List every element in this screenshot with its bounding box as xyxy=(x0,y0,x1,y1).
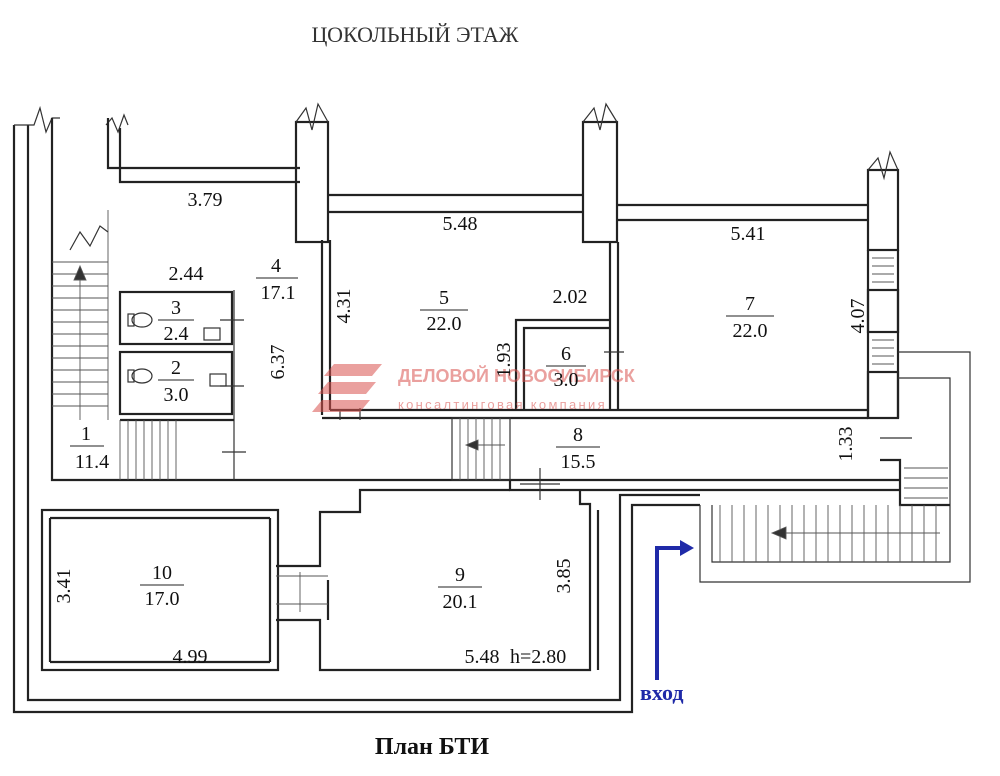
dim-385: 3.85 xyxy=(553,559,575,594)
dim-431: 4.31 xyxy=(333,289,355,324)
plan-caption: План БТИ xyxy=(375,734,490,760)
entrance-arrow xyxy=(655,540,694,680)
dim-202: 2.02 xyxy=(553,286,588,308)
room-1-area: 11.4 xyxy=(75,451,109,473)
room-3-area: 2.4 xyxy=(164,323,189,345)
room-5-number: 5 xyxy=(439,287,449,309)
room-7-area: 22.0 xyxy=(733,320,768,342)
dim-341: 3.41 xyxy=(53,569,75,604)
room-1-number: 1 xyxy=(81,423,91,445)
room-6-area: 3.0 xyxy=(554,369,579,391)
stair-left xyxy=(52,210,109,420)
room-8-number: 8 xyxy=(573,424,583,446)
plan-title: ЦОКОЛЬНЫЙ ЭТАЖ xyxy=(312,22,519,47)
room-3-number: 3 xyxy=(171,297,181,319)
room-10-number: 10 xyxy=(152,562,172,584)
watermark-logo-icon xyxy=(312,364,382,412)
dim-541: 5.41 xyxy=(731,223,766,245)
watermark: ДЕЛОВОЙ НОВОСИБИРСК консалтинговая компа… xyxy=(312,364,636,412)
watermark-tagline: консалтинговая компания xyxy=(398,397,607,412)
room-2-area: 3.0 xyxy=(164,384,189,406)
watermark-name: ДЕЛОВОЙ НОВОСИБИРСК xyxy=(398,365,636,386)
dim-637: 6.37 xyxy=(267,345,289,380)
lower-walls xyxy=(40,468,900,672)
upper-walls xyxy=(50,102,912,482)
dim-244: 2.44 xyxy=(169,263,204,285)
room-labels: 1 11.4 2 3.0 3 2.4 4 17.1 5 22.0 6 3.0 7… xyxy=(70,255,774,613)
room-10-area: 17.0 xyxy=(145,588,180,610)
dimension-labels: 3.79 5.48 5.41 2.44 2.02 5.48 4.99 h=2.8… xyxy=(53,189,869,668)
room-9-number: 9 xyxy=(455,564,465,586)
entrance-label: вход xyxy=(640,680,684,705)
entrance-stair xyxy=(699,351,971,583)
room-9-area: 20.1 xyxy=(443,591,478,613)
dim-499: 4.99 xyxy=(173,646,208,668)
dim-407: 4.07 xyxy=(847,299,869,334)
dim-548-top: 5.48 xyxy=(443,213,478,235)
dim-379: 3.79 xyxy=(188,189,223,211)
room-8-area: 15.5 xyxy=(561,451,596,473)
ceiling-height: h=2.80 xyxy=(510,646,566,668)
room-4-number: 4 xyxy=(271,255,281,277)
dim-548-bottom: 5.48 xyxy=(465,646,500,668)
room-5-area: 22.0 xyxy=(427,313,462,335)
dim-193: 1.93 xyxy=(493,343,515,378)
room-2-number: 2 xyxy=(171,357,181,379)
room-7-number: 7 xyxy=(745,293,755,315)
dim-133: 1.33 xyxy=(835,427,857,462)
room-6-number: 6 xyxy=(561,343,571,365)
room-4-area: 17.1 xyxy=(261,282,296,304)
outer-walls xyxy=(12,105,700,714)
